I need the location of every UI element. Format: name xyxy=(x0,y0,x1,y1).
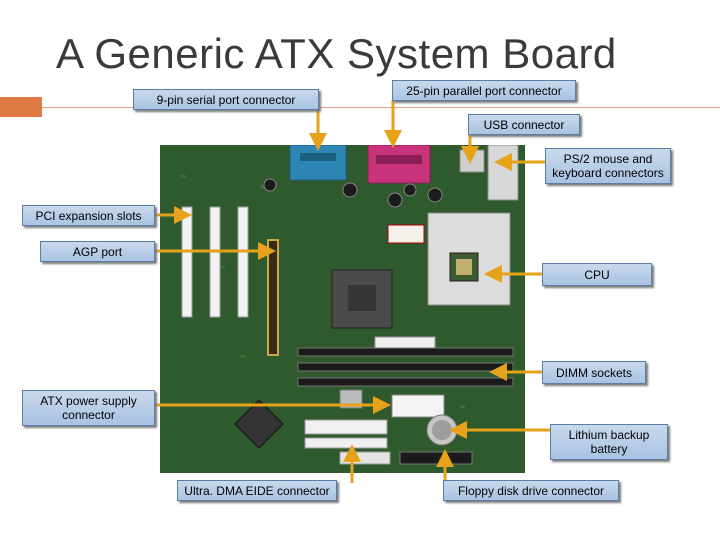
agp-slot xyxy=(267,239,279,356)
pci-slot-3 xyxy=(237,206,249,318)
motherboard-drawing xyxy=(160,145,525,473)
label-pci: PCI expansion slots xyxy=(22,205,155,226)
eide-connector-1 xyxy=(304,419,388,435)
atx-power-connector xyxy=(391,394,445,418)
label-eide: Ultra. DMA EIDE connector xyxy=(177,480,337,501)
dimm-socket-2 xyxy=(297,362,514,372)
motherboard-image xyxy=(160,145,525,473)
dimm-socket-3 xyxy=(297,377,514,387)
serial-port xyxy=(289,145,347,181)
label-parallel-port: 25-pin parallel port connector xyxy=(392,80,576,101)
pci-slot-2 xyxy=(209,206,221,318)
eide-connector-2 xyxy=(304,437,388,449)
floppy-connector xyxy=(399,451,473,465)
title-rule xyxy=(42,107,720,108)
label-usb: USB connector xyxy=(468,114,580,135)
label-agp: AGP port xyxy=(40,241,155,262)
slide-title: A Generic ATX System Board xyxy=(56,30,617,77)
label-cpu: CPU xyxy=(542,263,652,286)
label-atx-power: ATX power supply connector xyxy=(22,390,155,426)
label-ps2: PS/2 mouse and keyboard connectors xyxy=(545,148,671,184)
label-dimm: DIMM sockets xyxy=(542,361,646,384)
pci-slot-1 xyxy=(181,206,193,318)
label-floppy: Floppy disk drive connector xyxy=(443,480,619,501)
dimm-socket-1 xyxy=(297,347,514,357)
ps2-ports xyxy=(487,145,519,201)
accent-bar xyxy=(0,97,42,117)
label-serial-port: 9-pin serial port connector xyxy=(133,89,319,110)
usb-port xyxy=(459,149,485,173)
label-battery: Lithium backup battery xyxy=(550,424,668,460)
